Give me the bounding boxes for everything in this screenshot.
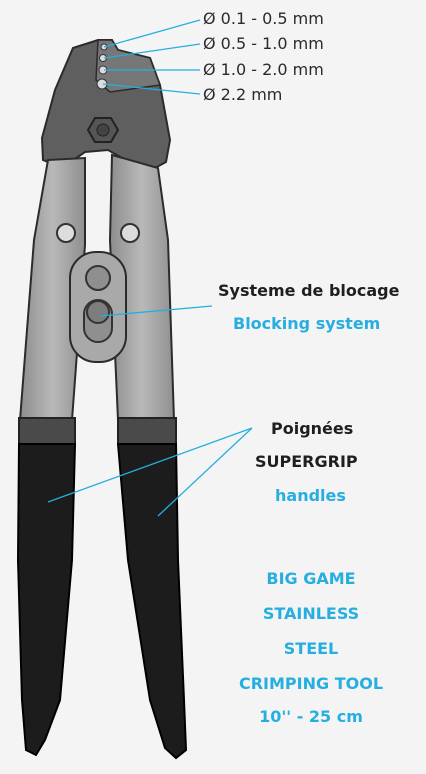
- product-line-4: CRIMPING TOOL: [238, 674, 384, 693]
- size-label-1: Ø 0.1 - 0.5 mm: [203, 9, 324, 28]
- pointer-lines: [47, 19, 253, 517]
- product-line-1: BIG GAME: [266, 569, 356, 588]
- product-line-2: STAINLESS: [262, 604, 360, 623]
- product-line-3: STEEL: [283, 639, 339, 658]
- size-label-3: Ø 1.0 - 2.0 mm: [203, 60, 324, 79]
- size-label-2: Ø 0.5 - 1.0 mm: [203, 34, 324, 53]
- blocking-label-fr: Systeme de blocage: [218, 281, 400, 300]
- handles-brand: SUPERGRIP: [255, 452, 358, 471]
- handles-label-fr: Poignées: [271, 419, 354, 438]
- blocking-pin: [86, 300, 110, 324]
- size-label-4: Ø 2.2 mm: [203, 85, 283, 104]
- product-line-5: 10'' - 25 cm: [259, 707, 363, 726]
- left-grip: [16, 443, 77, 757]
- blocking-label-en: Blocking system: [233, 314, 381, 333]
- right-grip: [116, 443, 188, 760]
- handles-label-en: handles: [275, 486, 346, 505]
